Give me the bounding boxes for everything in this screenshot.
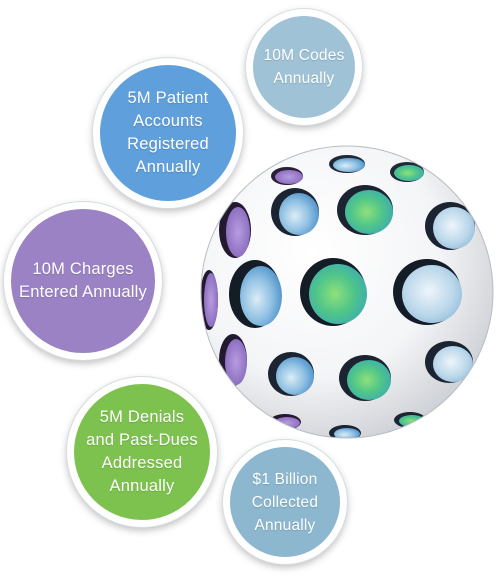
sphere-holes [201,155,475,438]
sphere-graphic [200,145,494,439]
